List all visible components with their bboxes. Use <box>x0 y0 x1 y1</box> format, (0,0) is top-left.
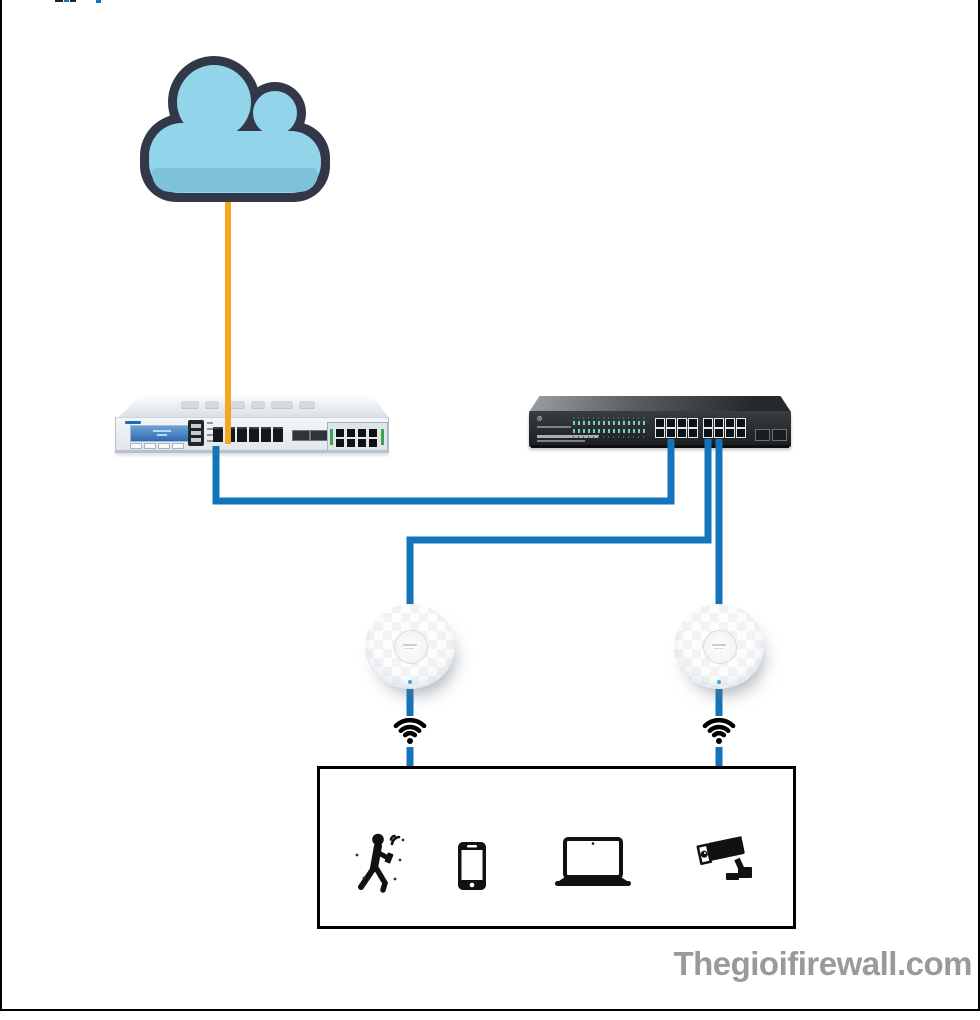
rj45-port <box>736 418 746 428</box>
rj45-port <box>655 428 665 438</box>
firewall-top-panel <box>117 396 389 418</box>
rj45-port <box>688 418 698 428</box>
rj45-port <box>666 428 676 438</box>
rj45-port <box>725 418 735 428</box>
rj45-port <box>346 428 356 438</box>
switch-brand-mark: ◎ <box>537 416 543 422</box>
watermark-text: Thegioifirewall.com <box>673 945 972 982</box>
firewall-lcd-display <box>130 425 194 442</box>
switch-ethernet-ports <box>655 418 747 438</box>
rj45-port <box>335 428 345 438</box>
rj45-port <box>725 428 735 438</box>
switch-sfp-port <box>755 429 770 441</box>
ap-status-led <box>408 680 412 684</box>
ap-status-led <box>717 680 721 684</box>
wifi-signal-icon <box>702 717 736 744</box>
switch-led-row <box>573 429 645 433</box>
firewall-brand-mark <box>125 421 141 424</box>
firewall-sfp-port <box>292 430 310 441</box>
switch-front-panel: ◎ <box>529 411 791 447</box>
cctv-camera-icon <box>696 836 752 880</box>
rj45-port <box>357 428 367 438</box>
firewall-appliance <box>115 396 389 454</box>
rj45-port <box>346 438 356 448</box>
wifi-signal-icon <box>393 717 427 744</box>
smartphone-icon <box>458 842 486 890</box>
firewall-console-block <box>188 420 204 446</box>
rj45-port <box>677 418 687 428</box>
network-switch: ◎ <box>529 396 791 450</box>
switch-sfp-port <box>772 429 787 441</box>
rj45-port <box>714 428 724 438</box>
firewall-front-panel <box>115 417 389 453</box>
rj45-port <box>655 418 665 428</box>
wireless-ap-left <box>365 604 455 689</box>
rj45-port <box>736 428 746 438</box>
rj45-port <box>368 438 378 448</box>
cropped-artifact <box>55 0 63 2</box>
cropped-artifact <box>64 0 69 2</box>
laptop-icon <box>555 837 631 886</box>
rj45-port <box>335 438 345 448</box>
switch-ap-left-cable <box>406 439 712 612</box>
rj45-port <box>703 428 713 438</box>
switch-led-row <box>573 421 645 425</box>
rj45-port <box>677 428 687 438</box>
ap-center-button <box>394 630 428 664</box>
firewall-expansion-module <box>327 422 388 453</box>
ap-center-button <box>703 630 737 664</box>
person-with-phone-icon <box>355 833 405 893</box>
rj45-port <box>688 428 698 438</box>
rj45-port <box>703 418 713 428</box>
cropped-artifact <box>70 0 76 2</box>
firewall-switch-cable <box>212 439 675 505</box>
wireless-clients-zone <box>317 766 796 929</box>
cropped-artifact <box>96 0 101 3</box>
wireless-ap-right <box>674 604 764 689</box>
switch-top-panel <box>529 396 791 412</box>
rj45-port <box>714 418 724 428</box>
rj45-port <box>666 418 676 428</box>
internet-cloud-icon <box>140 56 330 202</box>
rj45-port <box>368 428 378 438</box>
rj45-port <box>357 438 367 448</box>
